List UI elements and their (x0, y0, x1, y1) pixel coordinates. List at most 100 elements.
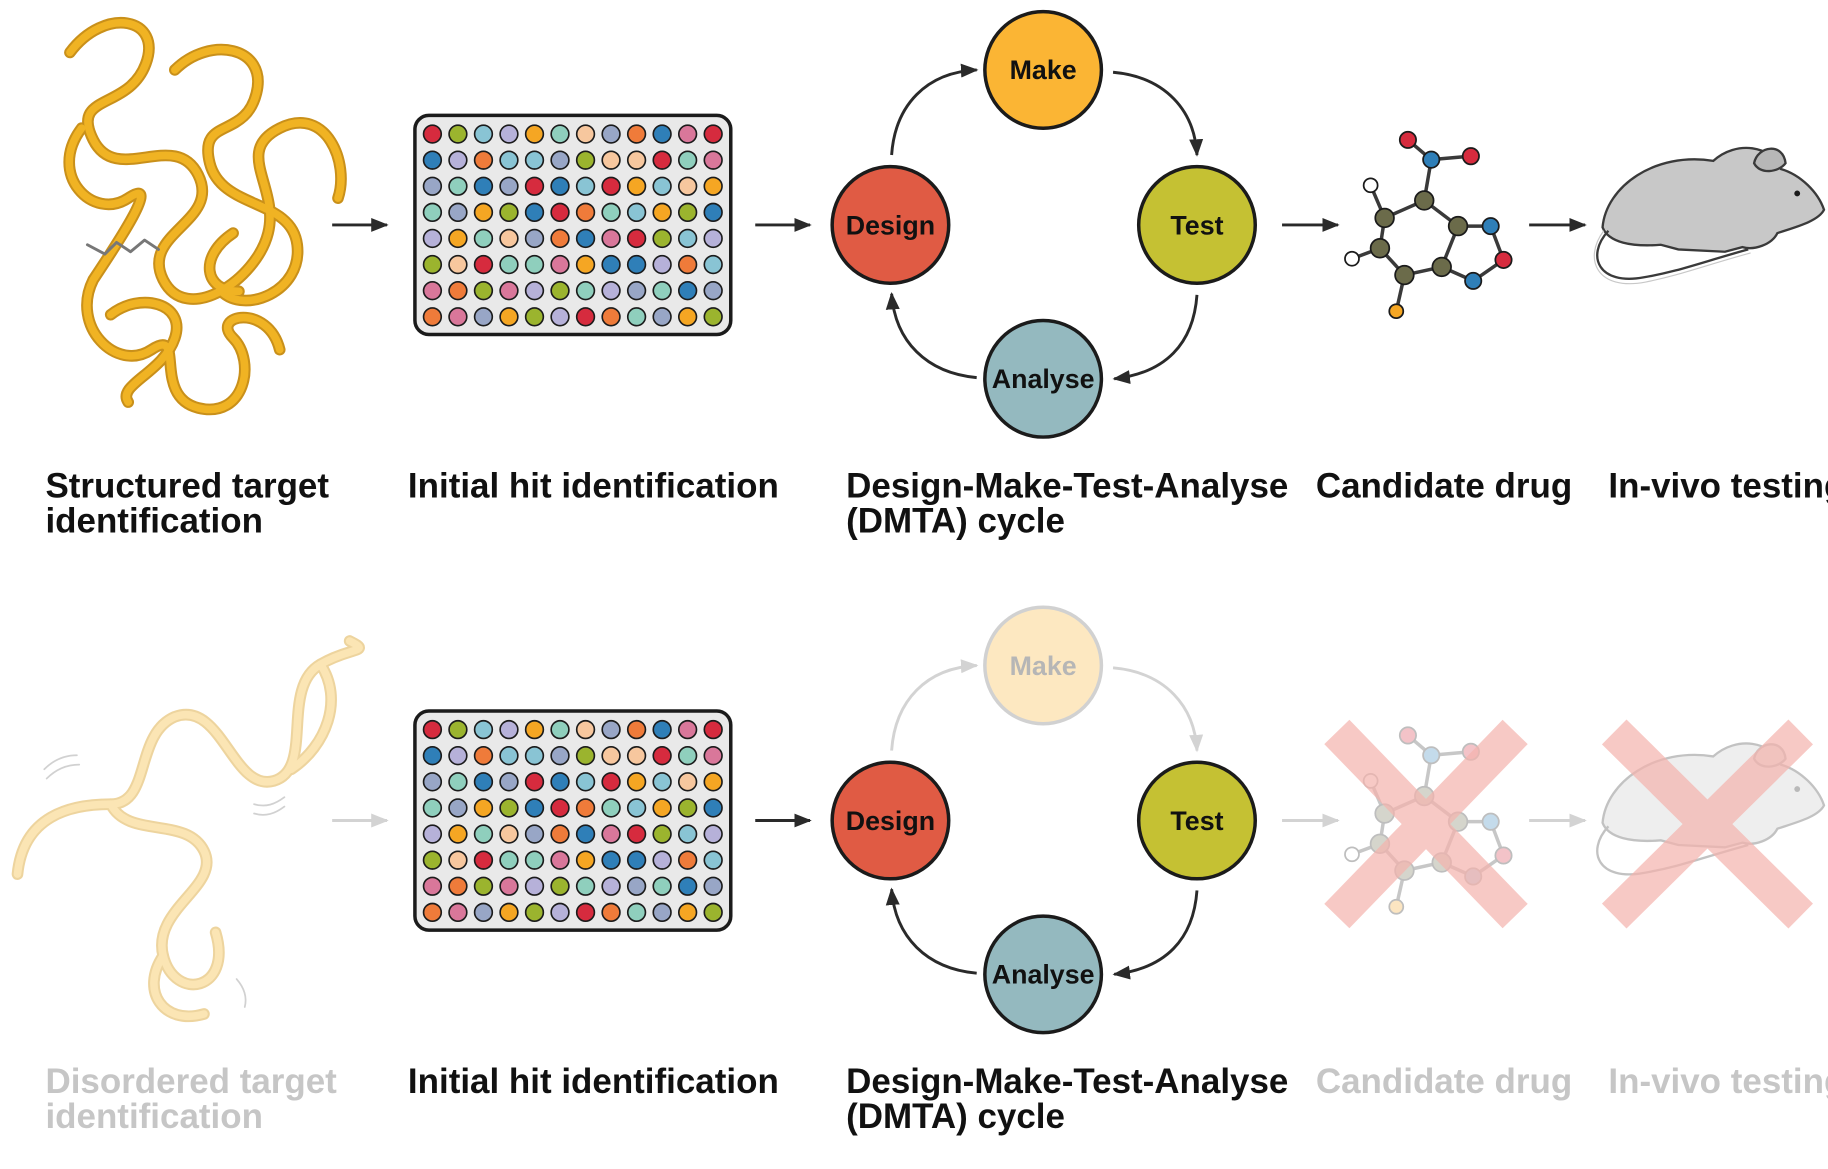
plate-well (652, 902, 672, 923)
plate-well (601, 876, 621, 896)
plate-well (524, 798, 545, 818)
plate-well (601, 124, 621, 144)
plate-well (448, 798, 468, 818)
plate-well (575, 850, 596, 870)
plate-well (499, 202, 519, 223)
plate-well (550, 124, 570, 144)
cross-icon-in-vivo (1601, 719, 1813, 929)
well-plate-icon (413, 113, 733, 337)
stage-label-in-vivo: In-vivo testing (1608, 467, 1828, 506)
plate-well (550, 228, 570, 249)
plate-well (422, 902, 443, 923)
plate-wells (422, 719, 723, 923)
stage-label-dmta-line2: (DMTA) cycle (846, 1097, 1065, 1136)
plate-well (652, 202, 672, 223)
mouse-icon (1593, 146, 1826, 285)
plate-well (575, 824, 596, 844)
plate-well (422, 746, 443, 766)
plate-well (677, 824, 698, 844)
plate-well (601, 228, 621, 249)
plate-well (499, 176, 519, 196)
plate-well (652, 772, 672, 792)
plate-well (652, 850, 672, 870)
stage-label-in-vivo: In-vivo testing (1608, 1062, 1828, 1101)
plate-well (499, 902, 519, 923)
test-label: Test (1170, 806, 1223, 836)
plate-well (422, 850, 443, 870)
make-label: Make (1010, 55, 1077, 85)
plate-well (703, 254, 723, 275)
plate-well (550, 772, 570, 792)
plate-well (499, 150, 519, 170)
analyse-label: Analyse (992, 364, 1095, 394)
plate-well (677, 772, 698, 792)
plate-well (575, 176, 596, 196)
plate-well (703, 150, 723, 170)
plate-well (550, 824, 570, 844)
plate-well (422, 202, 443, 223)
plate-well (677, 254, 698, 275)
plate-well (652, 150, 672, 170)
design-label: Design (846, 806, 935, 836)
design-label: Design (846, 210, 935, 240)
plate-well (703, 176, 723, 196)
plate-well (703, 798, 723, 818)
plate-well (473, 281, 494, 301)
plate-well (473, 124, 494, 144)
make-node-faded: Make (983, 605, 1104, 726)
stage-label-dmta-line2: (DMTA) cycle (846, 502, 1065, 541)
plate-well (422, 124, 443, 144)
plate-well (626, 202, 647, 223)
plate-well (626, 798, 647, 818)
plate-well (677, 228, 698, 249)
plate-well (626, 124, 647, 144)
plate-well (601, 176, 621, 196)
molecule-icon (1344, 130, 1513, 320)
plate-well (448, 772, 468, 792)
cycle-arrow-design-to-make-faded (890, 659, 979, 751)
plate-well (703, 228, 723, 249)
plate-well (677, 124, 698, 144)
plate-well (575, 719, 596, 740)
plate-well (524, 228, 545, 249)
plate-well (499, 798, 519, 818)
plate-well (550, 850, 570, 870)
plate-well (626, 719, 647, 740)
plate-well (524, 281, 545, 301)
plate-well (601, 746, 621, 766)
plate-well (473, 307, 494, 327)
plate-well (652, 746, 672, 766)
plate-well (473, 746, 494, 766)
make-node: Make (983, 9, 1104, 130)
plate-well (575, 150, 596, 170)
stage-label-candidate-drug: Candidate drug (1316, 1062, 1572, 1101)
plate-well (550, 746, 570, 766)
plate-well (703, 850, 723, 870)
make-label: Make (1010, 651, 1077, 681)
plate-well (448, 902, 468, 923)
plate-well (473, 254, 494, 275)
row-disordered: Make Design Test Analyse (11, 605, 1828, 1136)
plate-well (422, 719, 443, 740)
plate-well (422, 176, 443, 196)
plate-well (575, 902, 596, 923)
plate-well (575, 228, 596, 249)
design-node: Design (830, 760, 951, 881)
plate-well (422, 824, 443, 844)
plate-well (601, 150, 621, 170)
stage-label-dmta-line1: Design-Make-Test-Analyse (846, 467, 1288, 506)
plate-well (626, 281, 647, 301)
plate-well (448, 150, 468, 170)
plate-well (601, 307, 621, 327)
plate-well (448, 824, 468, 844)
plate-well (652, 824, 672, 844)
well-plate-icon (413, 709, 733, 932)
plate-well (626, 307, 647, 327)
cycle-arrow-make-to-test-faded (1112, 666, 1204, 753)
plate-well (677, 850, 698, 870)
plate-well (575, 746, 596, 766)
plate-well (422, 228, 443, 249)
plate-well (422, 307, 443, 327)
plate-well (473, 176, 494, 196)
